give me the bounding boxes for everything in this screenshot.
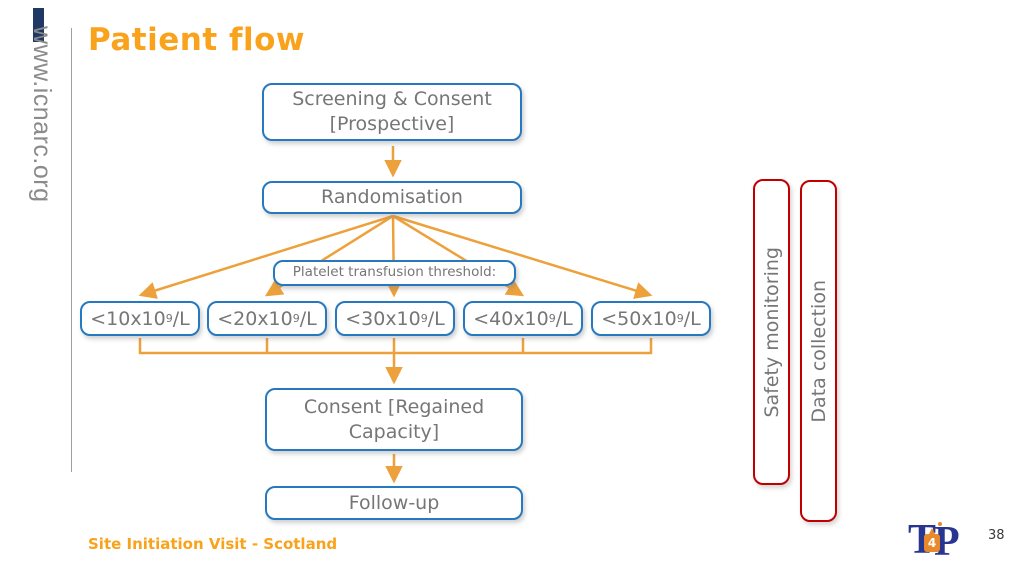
node-randomisation-label: Randomisation (321, 186, 463, 209)
node-screening-consent: Screening & Consent [Prospective] (262, 83, 522, 141)
threshold-10-unit: /L (172, 307, 190, 330)
threshold-50-value: <50x10 (601, 307, 677, 330)
data-collection-label: Data collection (807, 279, 830, 423)
threshold-10-value: <10x10 (90, 307, 166, 330)
threshold-40-unit: /L (555, 307, 573, 330)
data-collection-panel: Data collection (800, 180, 837, 522)
node-followup: Follow-up (265, 486, 523, 520)
node-randomisation: Randomisation (262, 181, 522, 214)
page-title: Patient flow (88, 22, 306, 58)
node-consent-line1: Consent [Regained (303, 395, 485, 418)
vertical-divider (71, 28, 72, 472)
threshold-30-value: <30x10 (345, 307, 421, 330)
threshold-20-unit: /L (299, 307, 317, 330)
page-number: 38 (988, 528, 1005, 543)
threshold-40-value: <40x10 (473, 307, 549, 330)
t4p-logo: T 4 P (908, 516, 964, 568)
node-consent-line2: Capacity] (348, 420, 440, 443)
threshold-label-text: Platelet transfusion threshold: (292, 264, 497, 281)
node-consent-regained: Consent [Regained Capacity] (265, 388, 523, 451)
logo-dot-icon (938, 522, 942, 526)
footer-text: Site Initiation Visit - Scotland (88, 535, 338, 553)
threshold-20-value: <20x10 (217, 307, 293, 330)
node-screening-line2: [Prospective] (329, 113, 455, 135)
logo-bag-hanger-icon (929, 528, 935, 534)
node-threshold-label: Platelet transfusion threshold: (273, 260, 516, 286)
threshold-30-unit: /L (427, 307, 445, 330)
node-screening-line1: Screening & Consent (292, 88, 492, 111)
logo-transfusion-bag-icon: 4 (924, 534, 940, 552)
safety-monitoring-panel: Safety monitoring (753, 179, 790, 485)
safety-monitoring-label: Safety monitoring (760, 246, 783, 418)
accent-bar (33, 8, 44, 42)
website-vertical-text: www.icnarc.org (28, 26, 56, 203)
threshold-50-unit: /L (683, 307, 701, 330)
node-followup-label: Follow-up (348, 491, 440, 514)
